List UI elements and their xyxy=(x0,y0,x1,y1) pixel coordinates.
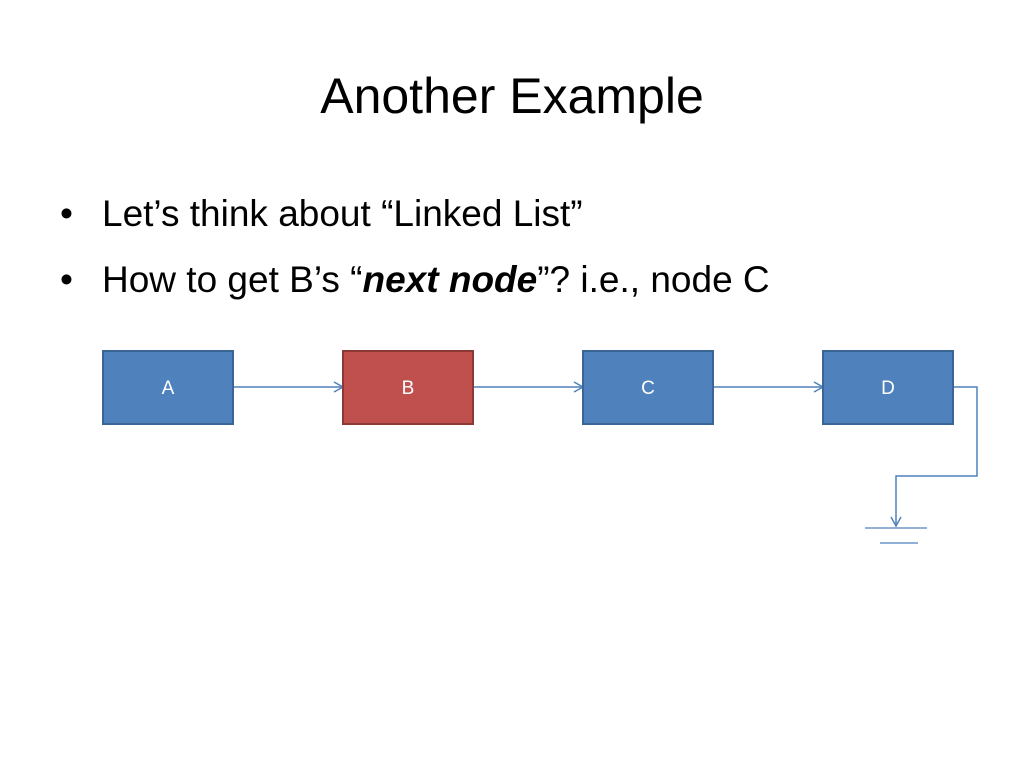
bullet-text-prefix: How to get B’s “ xyxy=(102,259,363,300)
slide-title: Another Example xyxy=(320,68,704,124)
bullet-text: Let’s think about “Linked List” xyxy=(102,193,583,234)
node-label-c: C xyxy=(641,378,655,399)
bullet-dot-icon: • xyxy=(60,259,73,300)
bullet-text-suffix: ”? i.e., node C xyxy=(537,259,770,300)
bullet-item: • Let’s think about “Linked List” xyxy=(60,186,980,242)
bullet-dot-icon: • xyxy=(60,193,73,234)
list-node-d: D xyxy=(822,350,954,425)
bullet-text-emphasis: next node xyxy=(362,259,538,300)
node-label-a: A xyxy=(162,378,175,399)
ground-symbol-icon xyxy=(865,527,927,544)
bullet-item: • How to get B’s “next node”? i.e., node… xyxy=(60,252,980,308)
list-node-c: C xyxy=(582,350,714,425)
arrow-d-to-null xyxy=(890,386,978,528)
list-node-a: A xyxy=(102,350,234,425)
node-label-d: D xyxy=(881,378,895,399)
node-label-b: B xyxy=(402,378,415,399)
list-node-b: B xyxy=(342,350,474,425)
bullet-list: • Let’s think about “Linked List” • How … xyxy=(60,186,980,318)
